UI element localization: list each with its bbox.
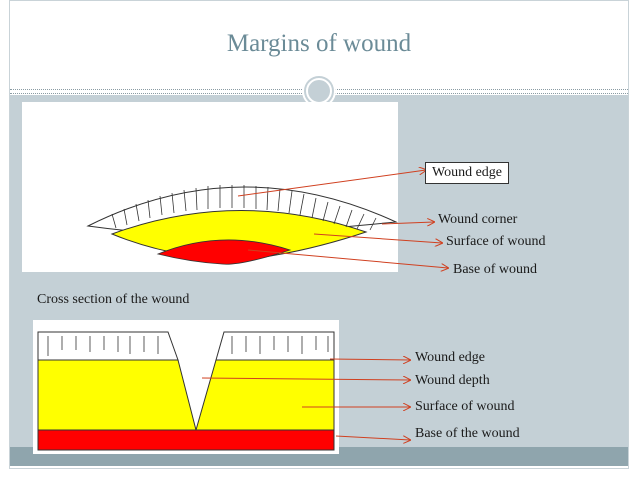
label-bottom-surface: Surface of wound [415, 399, 515, 414]
label-top-wound-edge: Wound edge [425, 162, 510, 184]
top-wound-cross-section [86, 185, 398, 265]
bottom-hatching [47, 336, 329, 356]
top-pointer-lines [237, 170, 448, 268]
label-top-wound-corner: Wound corner [438, 212, 518, 227]
top-wound-base [156, 239, 292, 265]
pointer-wound-edge [237, 170, 426, 197]
pointer-wound-corner [381, 222, 434, 224]
bottom-surface-left [37, 359, 197, 431]
label-top-base: Base of wound [453, 262, 537, 277]
bottom-wound-cross-section [37, 331, 335, 451]
divider-ring-inner [306, 78, 332, 104]
bottom-surface-right [195, 359, 335, 431]
slide-title: Margins of wound [226, 30, 412, 57]
diagram-caption: Cross section of the wound [37, 292, 190, 307]
bottom-base-layer [37, 429, 335, 451]
bottom-pointer-lines [201, 359, 410, 440]
label-bottom-wound-edge: Wound edge [415, 350, 486, 365]
pointer-bottom-base [335, 435, 410, 440]
bottom-top-layer-right [215, 331, 335, 361]
label-bottom-wound-depth: Wound depth [415, 373, 490, 388]
pointer-surface [313, 233, 442, 243]
label-bottom-base: Base of the wound [415, 426, 520, 441]
label-top-surface: Surface of wound [446, 234, 546, 249]
pointer-bottom-wound-edge [329, 359, 410, 360]
pointer-bottom-wound-depth [201, 378, 410, 380]
pointer-base [247, 249, 448, 268]
bottom-top-layer-left [37, 331, 179, 361]
top-wound-hatching [111, 185, 377, 231]
